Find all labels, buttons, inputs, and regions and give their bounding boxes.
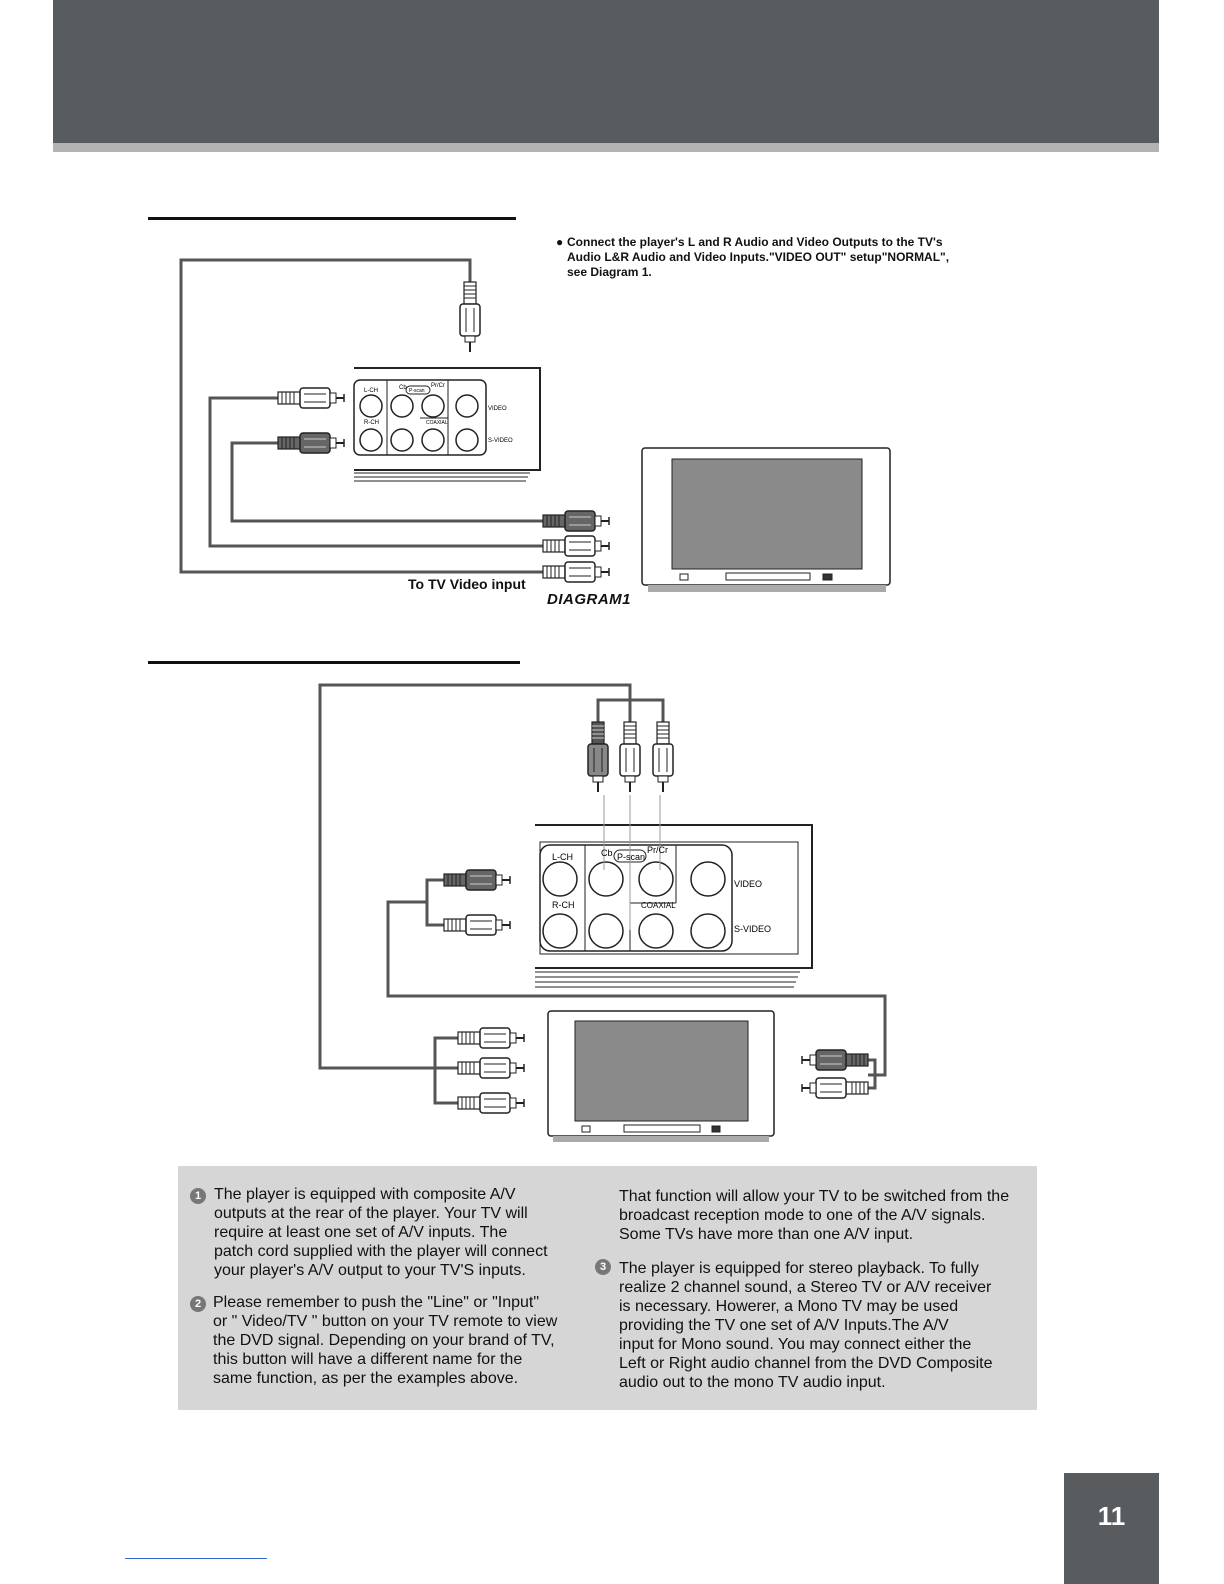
player-panel-1 (353, 367, 541, 482)
d1-pscan: P-scan (409, 388, 425, 394)
info-1-line: your player's A/V output to your TV'S in… (214, 1262, 526, 1279)
page-number: 11 (1097, 1501, 1126, 1531)
d1-lch: L-CH (364, 388, 378, 394)
d2-pscan: P-scan (617, 852, 645, 862)
info-1-line: require at least one set of A/V inputs. … (214, 1224, 508, 1241)
d2-tv-plug-2 (457, 1057, 525, 1079)
info-2-line: Please remember to push the "Line" or "I… (213, 1294, 540, 1311)
info-3-line: is necessary. Howerer, a Mono TV may be … (619, 1298, 959, 1315)
info-1-line: patch cord supplied with the player will… (214, 1243, 548, 1260)
info-2-line: this button will have a different name f… (213, 1351, 523, 1368)
info-2-line: the DVD signal. Depending on your brand … (213, 1332, 555, 1349)
d2-video: VIDEO (734, 879, 762, 889)
note-line-2: Audio L&R Audio and Video Inputs."VIDEO … (567, 250, 950, 264)
connection-diagrams: L-CH R-CH Cb Pr/Cr P-scan COAXIAL VIDEO … (179, 258, 891, 1142)
info-3-line: input for Mono sound. You may connect ei… (619, 1336, 972, 1353)
tv-plug-2 (542, 535, 610, 557)
d2-coaxial: COAXIAL (641, 901, 676, 910)
d1-cb: Cb (399, 385, 407, 391)
diagram-1-title: DIAGRAM1 (547, 591, 632, 608)
info-3-line: providing the TV one set of A/V Inputs.T… (619, 1317, 949, 1334)
info-3-line: realize 2 channel sound, a Stereo TV or … (619, 1279, 992, 1296)
section-rule-1 (148, 217, 516, 220)
tv-2 (547, 1010, 775, 1142)
info-cont-line: Some TVs have more than one A/V input. (619, 1226, 914, 1243)
info-1-line: The player is equipped with composite A/… (214, 1186, 516, 1203)
info-item-3: 3 The player is equipped for stereo play… (595, 1259, 1034, 1392)
d2-svideo: S-VIDEO (734, 924, 771, 934)
info-item-2: 2 Please remember to push the "Line" or … (190, 1293, 593, 1388)
d2-tv-plug-3 (457, 1092, 525, 1114)
audio-plug-left-1 (277, 387, 345, 409)
audio-plug-left-2 (277, 432, 345, 454)
to-tv-video-input-label: To TV Video input (408, 576, 526, 592)
plug-top-1 (587, 721, 609, 793)
d1-svideo: S-VIDEO (488, 438, 513, 444)
d2-cb: Cb (601, 848, 613, 858)
diagram-2 (318, 683, 887, 1105)
info-box: 1 The player is equipped with composite … (178, 1166, 1037, 1410)
d2-prcr: Pr/Cr (647, 845, 668, 855)
d1-prcr: Pr/Cr (431, 383, 445, 389)
note-line-3: see Diagram 1. (567, 265, 652, 279)
tv-plug-1 (542, 510, 610, 532)
info-continuation: That function will allow your TV to be s… (619, 1187, 1034, 1244)
info-2-line: same function, as per the examples above… (213, 1370, 519, 1387)
d1-coaxial: COAXIAL (426, 420, 448, 426)
plug-top-2 (619, 721, 641, 793)
info-3-line: Left or Right audio channel from the DVD… (619, 1355, 993, 1372)
info-1-line: outputs at the rear of the player. Your … (214, 1205, 528, 1222)
info-3-line: audio out to the mono TV audio input. (619, 1374, 886, 1391)
section-rule-2 (148, 661, 520, 664)
number-badge-1: 1 (190, 1188, 206, 1204)
tv-1 (641, 447, 891, 592)
tv-plug-3 (542, 561, 610, 583)
info-cont-line: broadcast reception mode to one of the A… (619, 1207, 986, 1224)
d2-rch: R-CH (552, 900, 575, 910)
header-underline (53, 143, 1159, 152)
connection-note: ● Connect the player's L and R Audio and… (556, 235, 996, 280)
d2-tv-plug-1 (457, 1027, 525, 1049)
d1-video: VIDEO (488, 406, 507, 412)
info-item-1: 1 The player is equipped with composite … (190, 1185, 594, 1280)
d2-audio-plug-2 (443, 914, 511, 936)
d2-audio-plug-1 (443, 869, 511, 891)
note-bullet: ● (556, 235, 564, 249)
info-2-line: or " Video/TV " button on your TV remote… (213, 1313, 558, 1330)
info-3-line: The player is equipped for stereo playba… (619, 1260, 979, 1277)
video-plug-top (459, 281, 481, 353)
number-badge-2: 2 (190, 1296, 206, 1312)
plug-top-3 (652, 721, 674, 793)
footer-link-line (125, 1558, 267, 1559)
d1-rch: R-CH (364, 420, 379, 426)
number-badge-3: 3 (595, 1259, 611, 1275)
d2-lch: L-CH (552, 852, 573, 862)
page-number-tab: 11 (1064, 1473, 1159, 1584)
header-bar (53, 0, 1159, 143)
diagram-1 (179, 258, 545, 574)
info-cont-line: That function will allow your TV to be s… (619, 1188, 1010, 1205)
note-line-1: Connect the player's L and R Audio and V… (567, 235, 943, 249)
